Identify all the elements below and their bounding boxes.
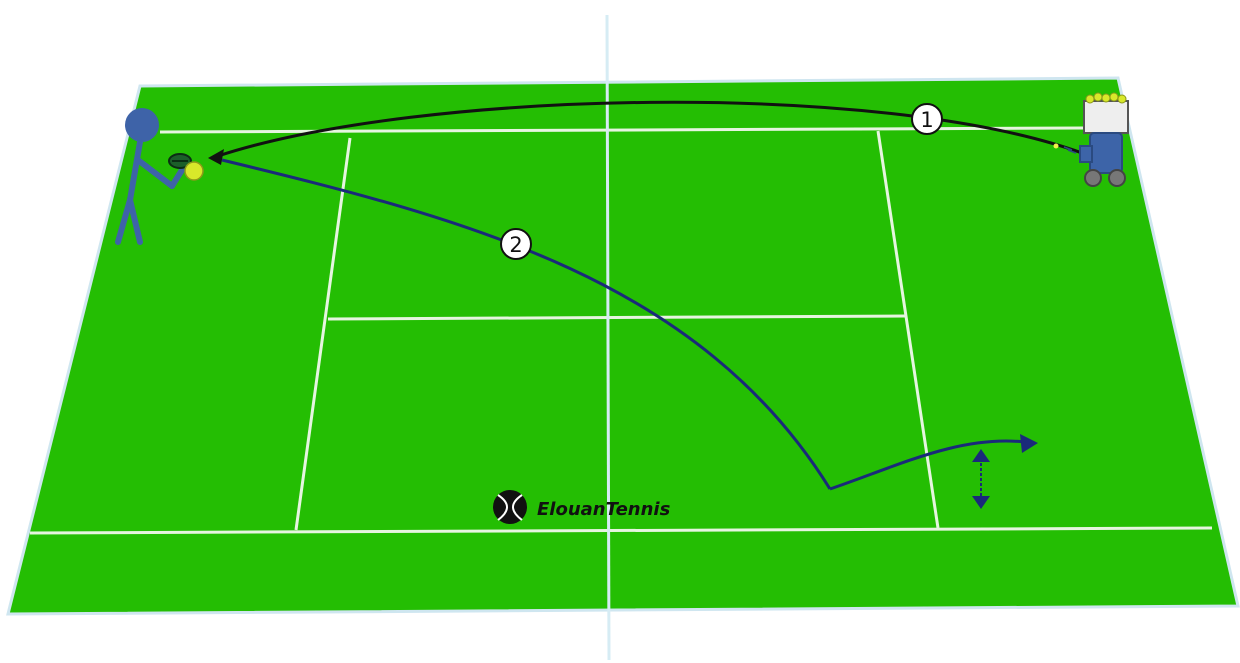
tennis-ball-icon xyxy=(185,162,203,180)
net-line xyxy=(607,15,609,660)
brand-logo-icon xyxy=(493,490,527,524)
brand-name: ElouanTennis xyxy=(537,499,671,520)
marker-2: 2 xyxy=(501,229,531,259)
marker-1: 1 xyxy=(912,104,942,134)
tennis-ball-icon xyxy=(1054,144,1059,149)
marker-2-label: 2 xyxy=(509,233,522,257)
marker-1-label: 1 xyxy=(920,108,933,132)
